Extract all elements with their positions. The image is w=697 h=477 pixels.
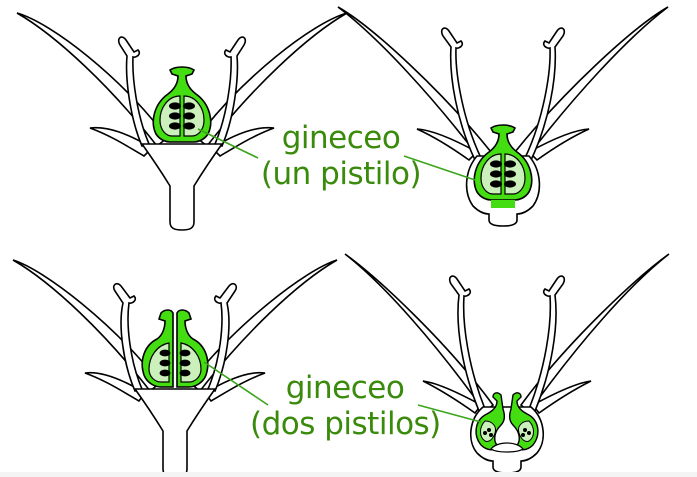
label-line-2: (dos pistilos): [250, 406, 441, 442]
label-gineceo-dos-pistilos: gineceo (dos pistilos): [250, 370, 441, 442]
pistil-pair: [475, 392, 539, 453]
leader-line-bottom-left: [203, 361, 269, 406]
flower-top-right: [337, 6, 669, 227]
leader-line-bottom-right: [417, 404, 482, 423]
label-line-2: (un pistilo): [260, 156, 422, 192]
label-gineceo-un-pistilo: gineceo (un pistilo): [258, 120, 424, 192]
flower-bottom-right: [344, 253, 670, 474]
pistil: [473, 124, 533, 208]
flower-bottom-left: [12, 259, 338, 477]
bottom-edge: [0, 472, 697, 477]
pistil-pair: [141, 309, 209, 388]
leader-line-top-right: [403, 155, 476, 181]
leader-line-top-left: [197, 128, 259, 159]
flower-top-left: [16, 12, 348, 231]
label-line-1: gineceo: [285, 370, 405, 406]
label-line-1: gineceo: [281, 120, 401, 156]
pistil: [152, 66, 212, 143]
